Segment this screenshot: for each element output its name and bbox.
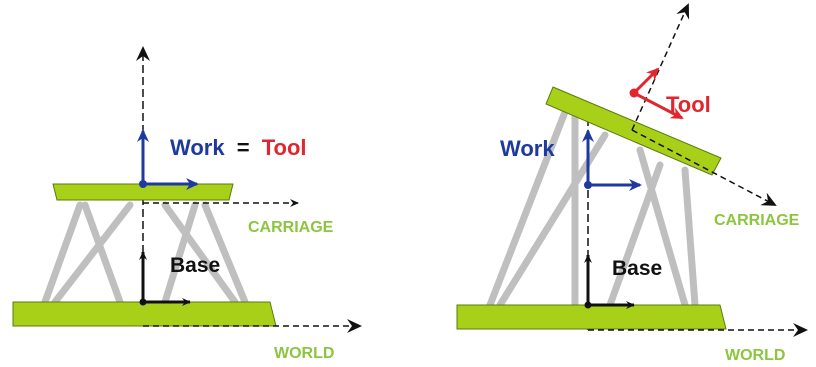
left-carriage-label: CARRIAGE xyxy=(248,219,334,236)
left-base-origin xyxy=(139,298,147,306)
left-world-label: WORLD xyxy=(274,345,334,362)
left-work-origin xyxy=(139,180,147,188)
left-leg-2 xyxy=(51,201,134,306)
left-leg-6 xyxy=(201,201,249,306)
right-carriage-z-axis xyxy=(631,3,690,131)
left-leg-5 xyxy=(161,201,239,306)
right-base-origin xyxy=(584,301,592,309)
right-carriage-x-axis xyxy=(631,129,777,206)
right-hexapod-panel: Work Tool CARRIAGE Base WORLD xyxy=(456,3,808,364)
right-leg-6 xyxy=(681,166,699,309)
right-leg-1 xyxy=(486,108,569,309)
left-legs xyxy=(41,201,249,306)
left-base-platform xyxy=(12,301,277,327)
left-leg-1 xyxy=(41,201,84,306)
right-tool-z-arrow xyxy=(632,67,660,95)
right-carriage-label: CARRIAGE xyxy=(714,212,800,229)
right-leg-5 xyxy=(636,146,689,309)
left-equals-label: = xyxy=(237,135,250,160)
right-tool-origin xyxy=(629,88,639,98)
left-base-label: Base xyxy=(170,254,220,277)
right-work-origin xyxy=(584,181,592,189)
right-world-label: WORLD xyxy=(725,347,785,364)
right-base-platform xyxy=(456,304,727,330)
left-tool-label: Tool xyxy=(262,135,307,160)
left-hexapod-panel: Work = Tool CARRIAGE Base WORLD xyxy=(12,46,362,362)
left-leg-3 xyxy=(81,201,124,306)
left-work-label: Work xyxy=(170,135,225,160)
right-base-label: Base xyxy=(612,257,662,280)
left-leg-4 xyxy=(161,201,199,306)
right-tool-x-arrow xyxy=(633,91,684,120)
left-work-tool-label: Work = Tool xyxy=(170,135,307,160)
right-work-label: Work xyxy=(500,136,555,161)
right-tool-label: Tool xyxy=(666,92,711,117)
